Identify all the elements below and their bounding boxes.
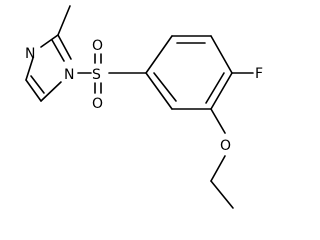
atom-fluorine-label: F bbox=[255, 66, 263, 82]
bond-c4-c5-double bbox=[30, 75, 45, 94]
atom-sulfur-label: S bbox=[92, 67, 101, 83]
bond-ar-3-4 bbox=[210, 35, 233, 74]
bond-o-ch2 bbox=[210, 155, 226, 182]
bond-c-o-ether bbox=[210, 108, 226, 134]
atom-oxygen-top-label: O bbox=[92, 38, 103, 54]
bond-n3-c4 bbox=[40, 81, 62, 102]
bond-ar-1-2 bbox=[145, 35, 173, 74]
sulfonyl-group bbox=[77, 53, 147, 94]
atom-oxygen-bottom-label: O bbox=[92, 96, 103, 112]
bond-c2-n3-double bbox=[51, 39, 65, 62]
bond-n1-c2 bbox=[40, 34, 59, 48]
bond-methyl bbox=[57, 5, 71, 36]
bond-c2-n3 bbox=[57, 34, 72, 60]
substituents bbox=[210, 72, 254, 209]
bond-ar-6-1 bbox=[145, 72, 173, 110]
imidazole-ring bbox=[25, 5, 72, 102]
atom-n-top-label: N bbox=[25, 46, 35, 62]
bond-ch2-ch3 bbox=[210, 180, 234, 209]
bond-ar-4-5 bbox=[210, 72, 233, 110]
molecule-structure: N N S O O F O bbox=[25, 5, 263, 209]
bond-ar-6-1-inner bbox=[153, 72, 177, 102]
atom-oxygen-ether-label: O bbox=[220, 138, 231, 154]
atom-n-ring-label: N bbox=[64, 67, 74, 83]
bond-c4-c5 bbox=[25, 79, 42, 102]
bond-c5-n1 bbox=[25, 57, 34, 81]
benzene-ring bbox=[145, 35, 233, 110]
bond-ar-4-5-inner bbox=[205, 72, 225, 104]
